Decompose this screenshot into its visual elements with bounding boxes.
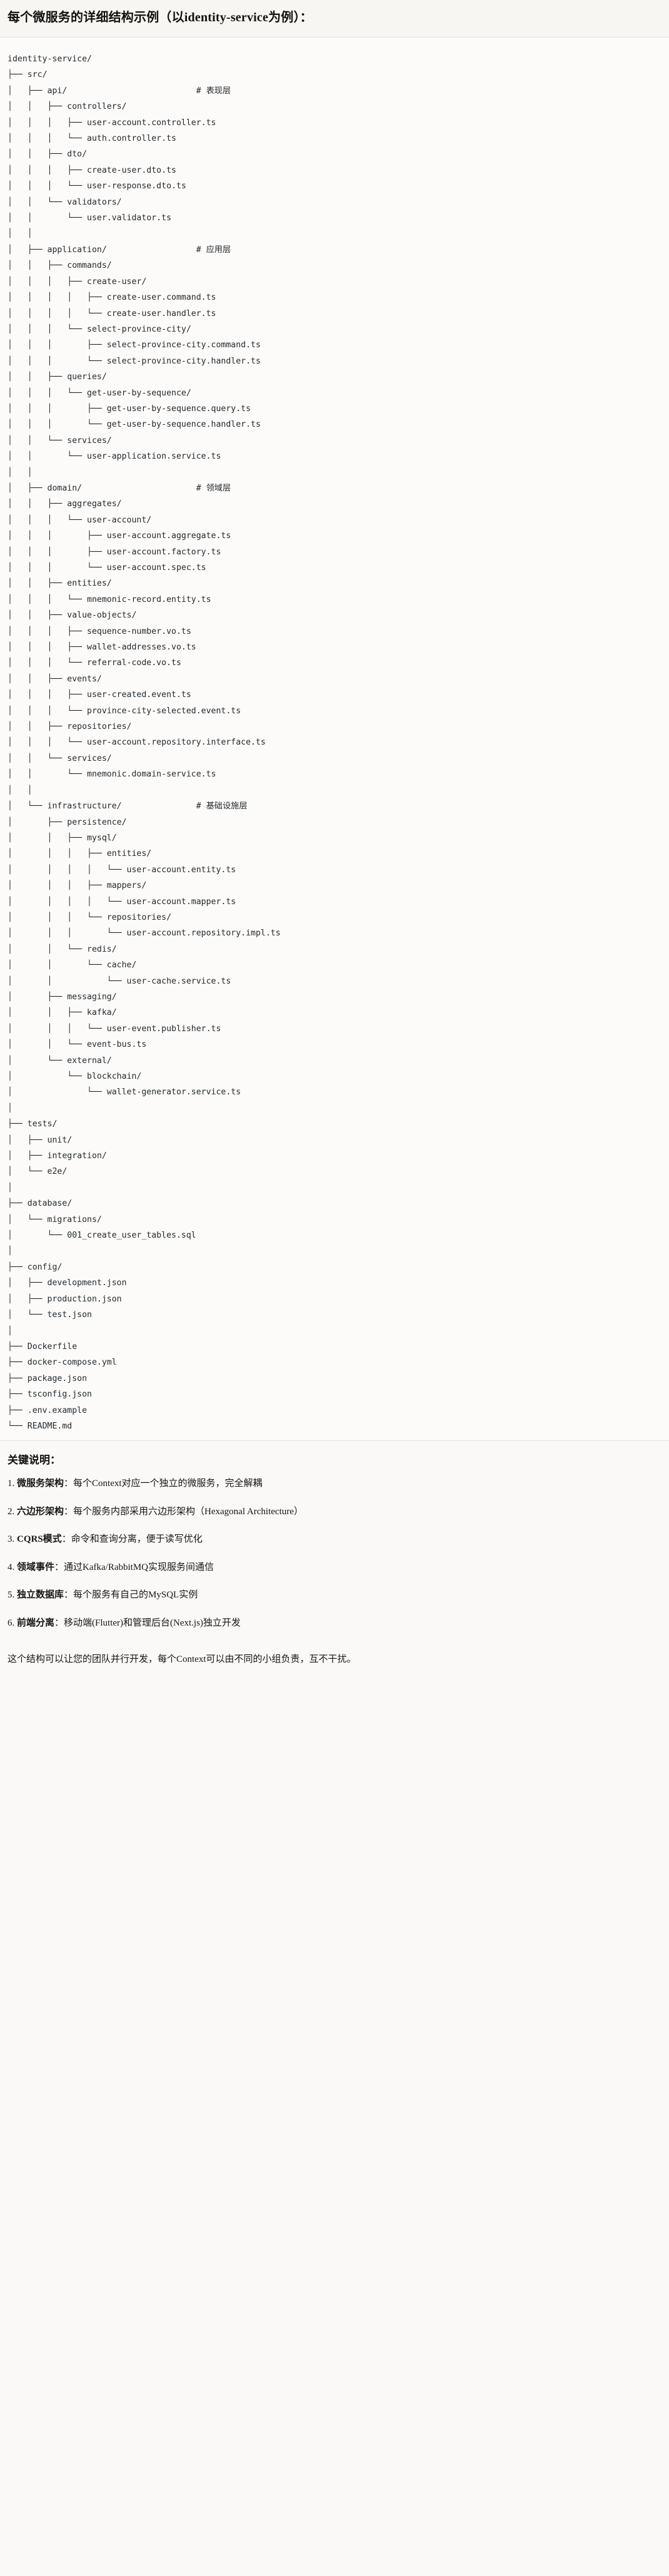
key-notes-title: 关键说明： bbox=[8, 1454, 61, 1467]
key-note-item: 5. 独立数据库：每个服务有自己的MySQL实例 bbox=[8, 1588, 661, 1602]
key-note-text: 每个Context对应一个独立的微服务，完全解耦 bbox=[73, 1479, 263, 1489]
document-page: 每个微服务的详细结构示例（以identity-service为例）： ident… bbox=[0, 0, 669, 1679]
key-note-separator: ： bbox=[64, 1590, 74, 1601]
key-note-number: 4. bbox=[8, 1562, 15, 1572]
directory-tree: identity-service/ ├── src/ │ ├── api/ # … bbox=[8, 54, 281, 1431]
key-note-text: 命令和查询分离，便于读写优化 bbox=[71, 1534, 203, 1545]
key-note-term: 微服务架构 bbox=[17, 1479, 64, 1489]
key-note-term: 领域事件 bbox=[17, 1562, 55, 1572]
key-notes-footer: 这个结构可以让您的团队并行开发，每个Context可以由不同的小组负责，互不干扰… bbox=[0, 1649, 669, 1679]
key-note-separator: ： bbox=[54, 1562, 64, 1572]
key-note-separator: ： bbox=[64, 1506, 74, 1517]
key-note-number: 3. bbox=[8, 1534, 15, 1545]
key-note-item: 1. 微服务架构：每个Context对应一个独立的微服务，完全解耦 bbox=[8, 1477, 661, 1491]
key-note-text: 移动端(Flutter)和管理后台(Next.js)独立开发 bbox=[64, 1617, 241, 1628]
key-note-item: 4. 领域事件：通过Kafka/RabbitMQ实现服务间通信 bbox=[8, 1560, 661, 1575]
key-note-number: 6. bbox=[8, 1617, 15, 1628]
page-title: 每个微服务的详细结构示例（以identity-service为例）： bbox=[8, 11, 313, 24]
key-note-text: 每个服务有自己的MySQL实例 bbox=[73, 1590, 198, 1601]
directory-tree-block: identity-service/ ├── src/ │ ├── api/ # … bbox=[0, 38, 669, 1441]
document-header: 每个微服务的详细结构示例（以identity-service为例）： bbox=[0, 0, 669, 38]
key-note-item: 2. 六边形架构：每个服务内部采用六边形架构（Hexagonal Archite… bbox=[8, 1505, 661, 1519]
key-note-separator: ： bbox=[54, 1617, 64, 1628]
key-note-text: 通过Kafka/RabbitMQ实现服务间通信 bbox=[64, 1562, 214, 1572]
key-note-term: 前端分离 bbox=[17, 1617, 55, 1628]
key-note-separator: ： bbox=[61, 1534, 71, 1545]
key-note-text: 每个服务内部采用六边形架构（Hexagonal Architecture） bbox=[73, 1506, 303, 1517]
key-note-term: CQRS模式 bbox=[17, 1534, 62, 1545]
key-note-number: 1. bbox=[8, 1479, 15, 1489]
key-note-term: 独立数据库 bbox=[17, 1590, 64, 1601]
key-note-number: 5. bbox=[8, 1590, 15, 1601]
key-note-item: 3. CQRS模式：命令和查询分离，便于读写优化 bbox=[8, 1532, 661, 1547]
key-note-number: 2. bbox=[8, 1506, 15, 1517]
key-note-item: 6. 前端分离：移动端(Flutter)和管理后台(Next.js)独立开发 bbox=[8, 1616, 661, 1631]
key-note-separator: ： bbox=[64, 1479, 74, 1489]
key-note-term: 六边形架构 bbox=[17, 1506, 64, 1517]
